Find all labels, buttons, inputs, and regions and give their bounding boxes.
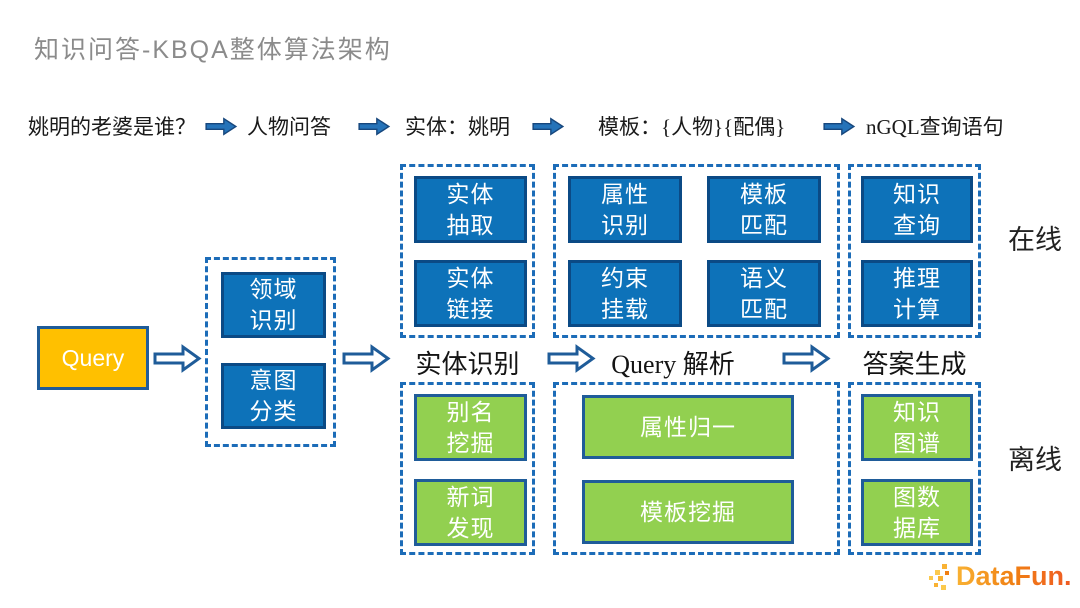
stage-label-parse: Query 解析 [611,350,735,379]
group-entity-offline: 别名 挖掘 新词 发现 [400,382,535,555]
example-question: 姚明的老婆是谁？ [28,115,196,139]
arrow-right-icon [341,343,391,374]
group-answer-offline: 知识 图谱 图数 据库 [848,382,981,555]
node-domain-recognition: 领域 识别 [221,272,326,338]
stage-label-entity: 实体识别 [415,350,520,379]
node-template-matching: 模板 匹配 [707,176,821,243]
arrow-right-icon [204,116,238,137]
page-title: 知识问答-KBQA整体算法架构 [34,36,392,64]
node-knowledge-graph: 知识 图谱 [861,394,973,461]
node-template-mining: 模板挖掘 [582,480,794,544]
logo-pixels-icon [928,562,954,592]
example-template: 模板：{人物}{配偶} [598,115,786,139]
node-semantic-matching: 语义 匹配 [707,260,821,327]
example-entity: 实体：姚明 [405,115,510,139]
arrow-right-icon [546,343,596,374]
stage-label-answer: 答案生成 [862,350,967,379]
arrow-right-icon [152,343,202,374]
arrow-right-icon [531,116,565,137]
group-entity-online: 实体 抽取 实体 链接 [400,164,535,338]
group-parse-offline: 属性归一 模板挖掘 [553,382,840,555]
arrow-right-icon [781,343,831,374]
arrow-right-icon [357,116,391,137]
node-new-word-discovery: 新词 发现 [414,479,527,546]
node-alias-mining: 别名 挖掘 [414,394,527,461]
node-graph-database: 图数 据库 [861,479,973,546]
arrow-right-icon [822,116,856,137]
node-reasoning-computation: 推理 计算 [861,260,973,327]
example-ngql: nGQL查询语句 [866,115,1004,139]
node-constraint-mounting: 约束 挂载 [568,260,682,327]
datafun-logo: DataFun. [928,561,1072,592]
group-answer-online: 知识 查询 推理 计算 [848,164,981,338]
node-attribute-recognition: 属性 识别 [568,176,682,243]
node-attribute-normalization: 属性归一 [582,395,794,459]
label-online: 在线 [1008,225,1062,255]
group-intent: 领域 识别 意图 分类 [205,257,336,447]
example-intent: 人物问答 [247,115,331,139]
group-parse-online: 属性 识别 模板 匹配 约束 挂载 语义 匹配 [553,164,840,338]
logo-wordmark: DataFun. [956,561,1072,591]
node-knowledge-query: 知识 查询 [861,176,973,243]
node-entity-extraction: 实体 抽取 [414,176,527,243]
node-intent-classification: 意图 分类 [221,363,326,429]
label-offline: 离线 [1008,445,1062,475]
node-query: Query [37,326,149,390]
node-entity-linking: 实体 链接 [414,260,527,327]
